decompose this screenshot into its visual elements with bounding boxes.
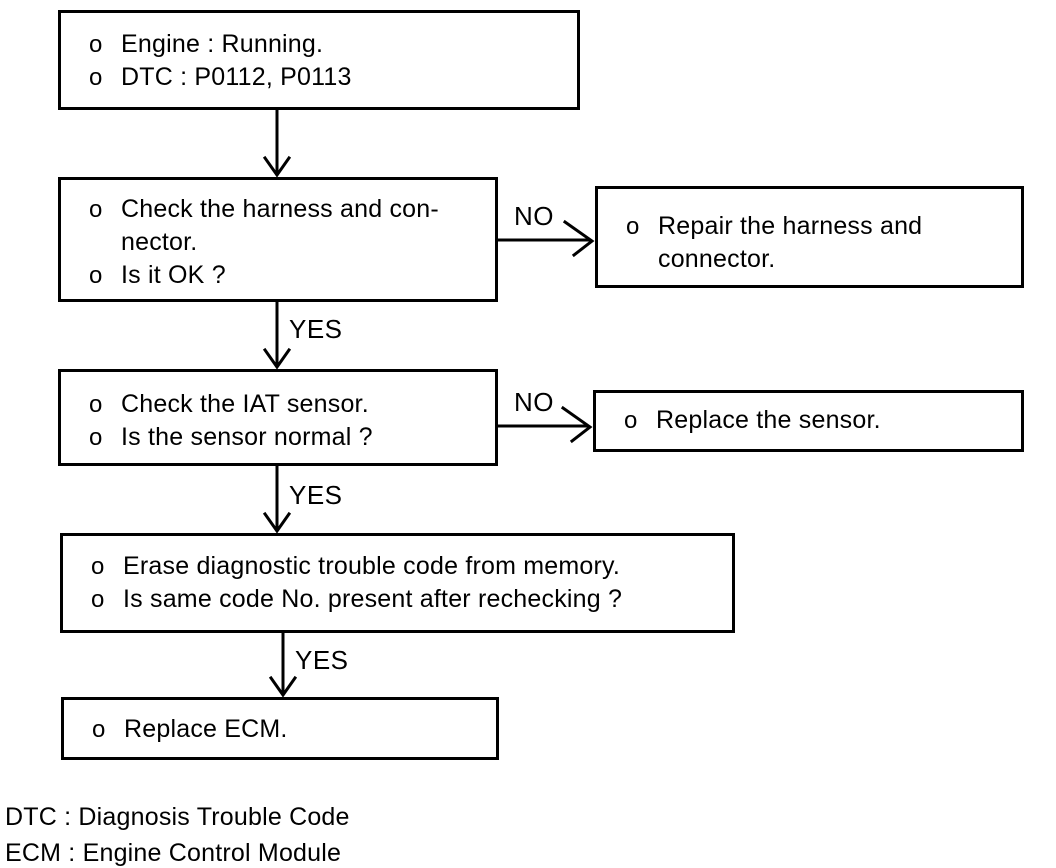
arrow-down-icon: [268, 675, 298, 698]
legend-line-dtc: DTC : Diagnosis Trouble Code: [5, 803, 350, 831]
box-text-line: DTC : P0112, P0113: [121, 63, 352, 91]
arrow-down-icon: [262, 155, 292, 178]
bullet-item: o Is same code No. present after recheck…: [91, 583, 724, 616]
edge-label-yes: YES: [295, 645, 349, 675]
box-text-line: Check the IAT sensor.: [121, 390, 369, 418]
flow-box-check-harness: o Check the harness and con- nector. o I…: [58, 177, 498, 302]
edge-yes-to-check-iat: [262, 300, 292, 370]
box-text-line: Erase diagnostic trouble code from memor…: [123, 552, 621, 580]
box-text-line: Replace the sensor.: [656, 406, 881, 434]
bullet-marker: o: [89, 424, 103, 451]
bullet-item: o Is the sensor normal ?: [89, 421, 487, 454]
flow-box-repair-harness: o Repair the harness and connector.: [595, 186, 1024, 288]
bullet-item: o Check the harness and con- nector.: [89, 193, 487, 259]
bullet-marker: o: [91, 586, 105, 613]
bullet-item: o Check the IAT sensor.: [89, 388, 487, 421]
edge-label-yes: YES: [289, 314, 343, 344]
bullet-item: o Replace ECM.: [92, 713, 488, 746]
box-text-line: connector.: [658, 245, 776, 273]
bullet-marker: o: [92, 716, 106, 743]
box-text-line: Is it OK ?: [121, 261, 226, 289]
bullet-item: o Replace the sensor.: [624, 404, 1013, 437]
bullet-marker: o: [89, 262, 103, 289]
edge-yes-to-replace-ecm: [268, 631, 298, 698]
bullet-marker: o: [89, 64, 103, 91]
box-text-line: Is same code No. present after recheckin…: [123, 585, 623, 613]
box-text-line: nector.: [121, 228, 198, 256]
bullet-marker: o: [626, 213, 640, 240]
box-text-line: Repair the harness and: [658, 212, 923, 240]
bullet-item: o DTC : P0112, P0113: [89, 61, 569, 94]
edge-label-no: NO: [514, 387, 554, 417]
box-text-line: Replace ECM.: [124, 715, 288, 743]
arrow-down-icon: [262, 511, 292, 534]
bullet-marker: o: [89, 31, 103, 58]
box-text-line: Is the sensor normal ?: [121, 423, 373, 451]
bullet-marker: o: [91, 553, 105, 580]
bullet-item: o Engine : Running.: [89, 28, 569, 61]
flow-box-replace-ecm: o Replace ECM.: [61, 697, 499, 760]
flow-box-replace-sensor: o Replace the sensor.: [593, 390, 1024, 452]
box-text-line: Check the harness and con-: [121, 195, 439, 223]
arrow-right-icon: [560, 405, 593, 444]
bullet-marker: o: [624, 407, 638, 434]
box-text-line: Engine : Running.: [121, 30, 324, 58]
arrow-right-icon: [562, 219, 595, 258]
abbreviation-legend: DTC : Diagnosis Trouble Code ECM : Engin…: [5, 799, 350, 868]
bullet-marker: o: [89, 391, 103, 418]
edge-label-no: NO: [514, 201, 554, 231]
edge-yes-to-erase-dtc: [262, 464, 292, 534]
bullet-marker: o: [89, 196, 103, 223]
legend-line-ecm: ECM : Engine Control Module: [5, 839, 342, 867]
edge-label-yes: YES: [289, 480, 343, 510]
arrow-down-icon: [262, 347, 292, 370]
edge-start-to-check-harness: [262, 108, 292, 178]
bullet-item: o Erase diagnostic trouble code from mem…: [91, 550, 724, 583]
flow-box-erase-dtc: o Erase diagnostic trouble code from mem…: [60, 533, 735, 633]
bullet-item: o Is it OK ?: [89, 259, 487, 292]
bullet-item: o Repair the harness and connector.: [626, 210, 1013, 276]
flow-box-check-iat-sensor: o Check the IAT sensor. o Is the sensor …: [58, 369, 498, 466]
flow-box-start: o Engine : Running. o DTC : P0112, P0113: [58, 10, 580, 110]
